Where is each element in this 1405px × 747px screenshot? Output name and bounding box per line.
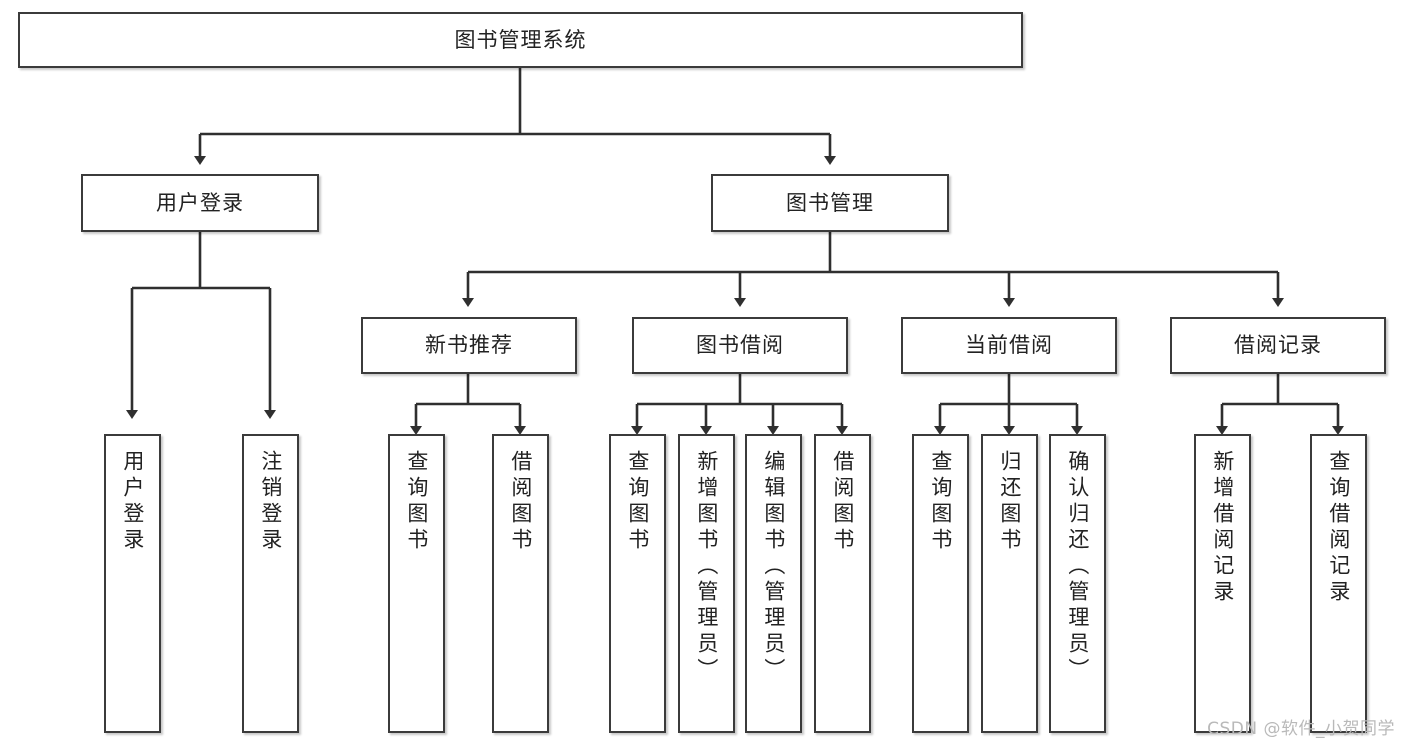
leaf-edit-book[interactable]: 编辑图书（管理员）	[745, 434, 802, 733]
leaf-return-book[interactable]: 归还图书	[981, 434, 1038, 733]
leaf-query-book-3[interactable]: 查询图书	[912, 434, 969, 733]
leaf-borrow-book-2-label: 借阅图书	[830, 450, 855, 554]
node-current-borrow-label: 当前借阅	[965, 333, 1053, 358]
leaf-query-book-1-label: 查询图书	[404, 450, 429, 554]
leaf-borrow-book-2[interactable]: 借阅图书	[814, 434, 871, 733]
node-user-login[interactable]: 用户登录	[81, 174, 319, 232]
leaf-add-record-label: 新增借阅记录	[1210, 450, 1235, 606]
node-borrow-record[interactable]: 借阅记录	[1170, 317, 1386, 374]
node-borrow-record-label: 借阅记录	[1234, 333, 1322, 358]
node-user-login-label: 用户登录	[156, 190, 244, 215]
node-book-borrow[interactable]: 图书借阅	[632, 317, 848, 374]
leaf-query-book-2[interactable]: 查询图书	[609, 434, 666, 733]
leaf-add-book[interactable]: 新增图书（管理员）	[678, 434, 735, 733]
node-current-borrow[interactable]: 当前借阅	[901, 317, 1117, 374]
leaf-confirm-return[interactable]: 确认归还（管理员）	[1049, 434, 1106, 733]
leaf-edit-book-label: 编辑图书（管理员）	[761, 450, 786, 684]
node-book-manage-label: 图书管理	[786, 190, 874, 215]
leaf-query-book-2-label: 查询图书	[625, 450, 650, 554]
node-root[interactable]: 图书管理系统	[18, 12, 1023, 68]
leaf-return-book-label: 归还图书	[997, 450, 1022, 554]
node-book-manage[interactable]: 图书管理	[711, 174, 949, 232]
leaf-user-login[interactable]: 用户登录	[104, 434, 161, 733]
node-new-book-recommend[interactable]: 新书推荐	[361, 317, 577, 374]
node-root-label: 图书管理系统	[454, 27, 587, 52]
leaf-borrow-book-1[interactable]: 借阅图书	[492, 434, 549, 733]
node-book-borrow-label: 图书借阅	[696, 333, 784, 358]
leaf-query-book-3-label: 查询图书	[928, 450, 953, 554]
csdn-watermark: CSDN @软件_小贺同学	[1207, 719, 1395, 739]
leaf-add-record[interactable]: 新增借阅记录	[1194, 434, 1251, 733]
node-new-book-recommend-label: 新书推荐	[425, 333, 513, 358]
leaf-add-book-label: 新增图书（管理员）	[694, 450, 719, 684]
leaf-query-book-1[interactable]: 查询图书	[388, 434, 445, 733]
leaf-user-login-label: 用户登录	[120, 450, 145, 554]
leaf-logout-login-label: 注销登录	[258, 450, 283, 554]
leaf-query-record-label: 查询借阅记录	[1326, 450, 1351, 606]
leaf-query-record[interactable]: 查询借阅记录	[1310, 434, 1367, 733]
leaf-confirm-return-label: 确认归还（管理员）	[1065, 450, 1090, 684]
leaf-borrow-book-1-label: 借阅图书	[508, 450, 533, 554]
leaf-logout-login[interactable]: 注销登录	[242, 434, 299, 733]
